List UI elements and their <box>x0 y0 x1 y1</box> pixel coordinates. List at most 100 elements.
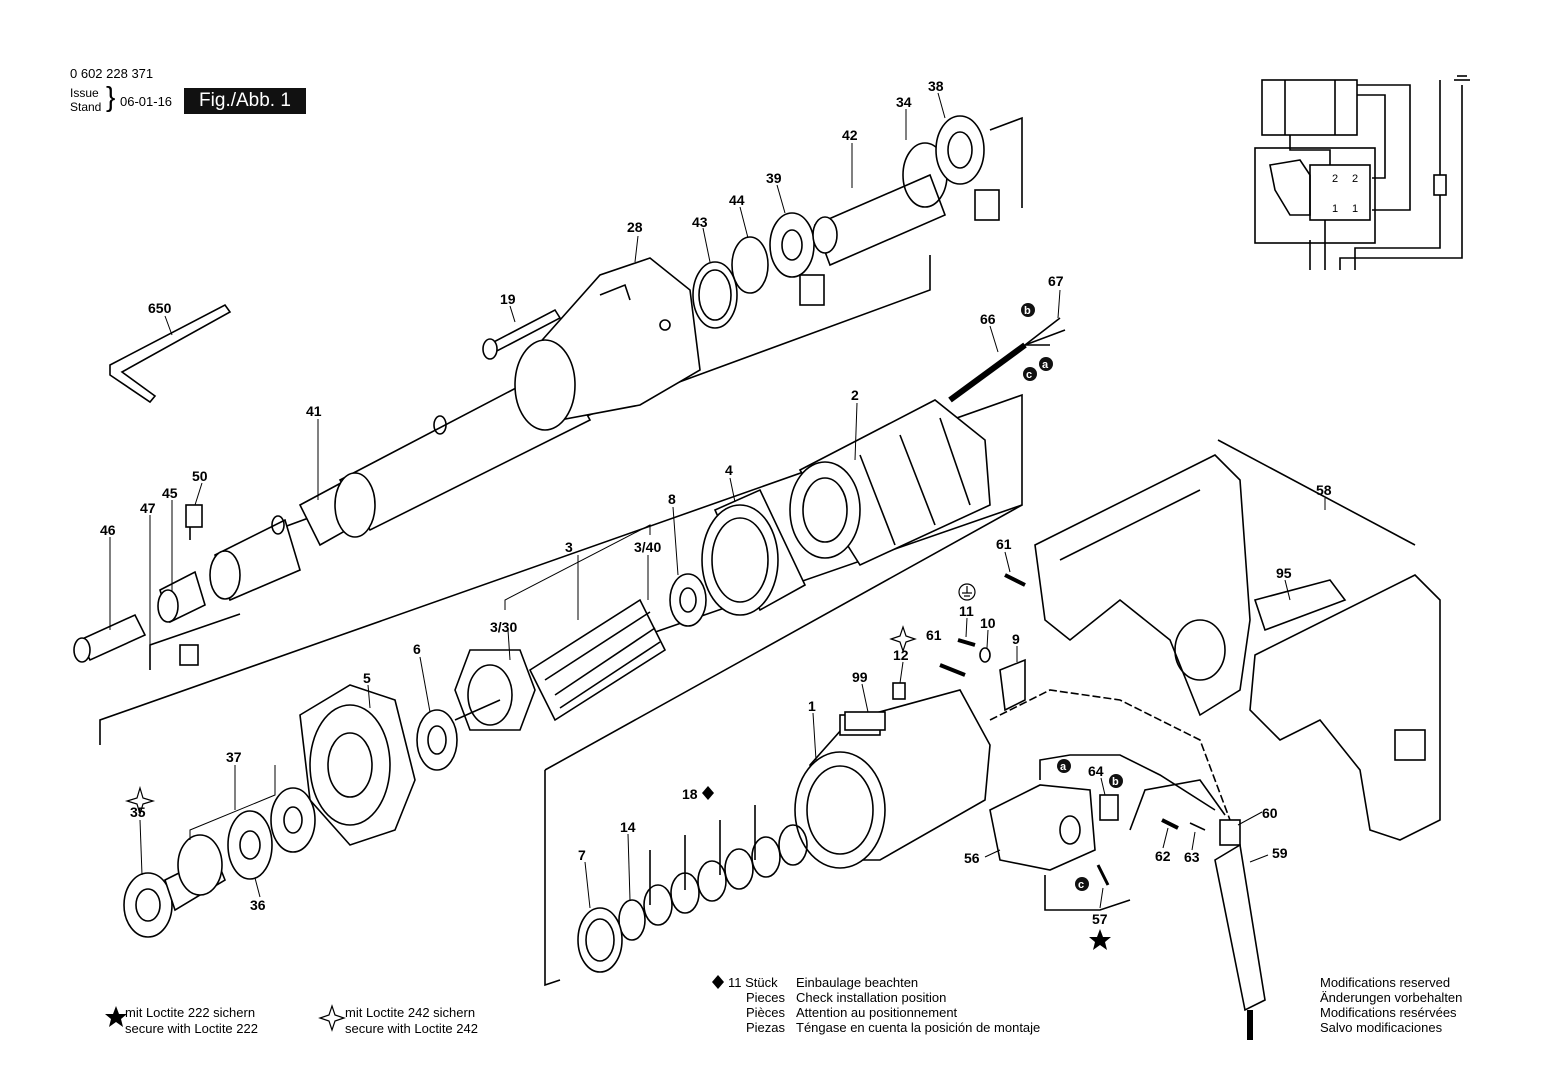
four-point-star-icon-note <box>318 1004 346 1032</box>
bearing-38 <box>935 115 985 185</box>
issue-label: Issue <box>70 86 99 100</box>
label-3-30: 3/30 <box>490 619 517 635</box>
label-63: 63 <box>1184 849 1200 865</box>
label-9: 9 <box>1012 631 1020 647</box>
label-1: 1 <box>808 698 816 714</box>
label-45: 45 <box>162 485 178 501</box>
label-61a: 61 <box>996 536 1012 552</box>
screw-57 <box>1096 864 1110 886</box>
spindle-35 <box>123 834 226 938</box>
modifications-fr: Modifications resérvées <box>1320 1005 1457 1020</box>
ring-7 <box>577 907 623 973</box>
label-61b: 61 <box>926 627 942 643</box>
capacitor-64 <box>1099 794 1119 821</box>
spacer-47 <box>179 644 199 666</box>
label-59: 59 <box>1272 845 1288 861</box>
spindle-46 <box>73 613 147 663</box>
loctite-242-note-en: secure with Loctite 242 <box>345 1021 478 1036</box>
star-icon-note <box>105 1006 127 1027</box>
label-7: 7 <box>578 847 586 863</box>
wiring-schematic <box>1254 75 1470 270</box>
collet-45 <box>157 570 206 624</box>
handle-half-58 <box>1034 454 1251 717</box>
label-39: 39 <box>766 170 782 186</box>
bearing-seal-icon-2 <box>974 189 1000 221</box>
label-36: 36 <box>250 897 266 913</box>
clamp-63 <box>1189 822 1206 831</box>
brace-glyph: } <box>106 81 116 112</box>
wire-tag-b2: b <box>1112 776 1119 788</box>
four-point-star-icon-35 <box>124 785 156 817</box>
label-50: 50 <box>192 468 208 484</box>
modifications-de: Änderungen vorbehalten <box>1320 990 1463 1005</box>
modifications-es: Salvo modificaciones <box>1320 1020 1443 1035</box>
label-4: 4 <box>725 462 733 478</box>
modifications-en: Modifications reserved <box>1320 975 1451 990</box>
cable-66 <box>948 317 1066 403</box>
ring-14 <box>618 899 646 941</box>
diamond-icon-18 <box>702 786 714 800</box>
hex-key-650 <box>109 303 232 404</box>
screw-11 <box>957 638 976 647</box>
nut-36 <box>227 810 273 880</box>
label-47: 47 <box>140 500 156 516</box>
wire-tag-c2: c <box>1078 879 1084 891</box>
label-8: 8 <box>668 491 676 507</box>
label-34: 34 <box>896 94 912 110</box>
o-ring-44 <box>731 236 769 294</box>
label-62: 62 <box>1155 848 1171 864</box>
label-650: 650 <box>148 300 172 316</box>
pin-50 <box>185 504 203 540</box>
cable-sleeve-60 <box>1219 819 1241 846</box>
label-5: 5 <box>363 670 371 686</box>
label-95: 95 <box>1276 565 1292 581</box>
wire-tag-b1: b <box>1024 305 1031 317</box>
brush-rings-18 <box>643 805 808 926</box>
terminal-2-left: 2 <box>1332 173 1338 185</box>
four-point-star-icon-12 <box>889 625 917 653</box>
pieces-es: Piezas <box>746 1020 786 1035</box>
label-44: 44 <box>729 192 745 208</box>
wire-tag-c1: c <box>1026 369 1032 381</box>
switch-56 <box>989 784 1096 871</box>
label-56: 56 <box>964 850 980 866</box>
screw-61b <box>939 663 966 677</box>
pieces-en: Pieces <box>746 990 786 1005</box>
wire-tag-a2: a <box>1060 761 1067 773</box>
label-41: 41 <box>306 403 322 419</box>
label-35: 35 <box>130 804 146 820</box>
field-2 <box>789 399 991 567</box>
screw-12 <box>892 682 906 700</box>
flange-5 <box>299 684 416 846</box>
label-2: 2 <box>851 387 859 403</box>
collet-nut-47 <box>209 515 301 602</box>
loctite-222-note-en: secure with Loctite 222 <box>125 1021 258 1036</box>
label-37: 37 <box>226 749 242 765</box>
pieces-fr: Pièces <box>746 1005 786 1020</box>
stand-label: Stand <box>70 100 102 114</box>
label-3-40: 3/40 <box>634 539 661 555</box>
screw-62 <box>1161 818 1179 830</box>
part-labels: 650 19 28 43 44 39 42 34 38 67 66 41 50 … <box>100 78 1332 927</box>
label-6: 6 <box>413 641 421 657</box>
ring-43 <box>692 261 738 329</box>
issue-date: 06-01-16 <box>120 94 173 109</box>
terminal-2-right: 2 <box>1352 173 1358 185</box>
terminal-1-left: 1 <box>1332 203 1338 215</box>
bearing-6 <box>416 709 458 771</box>
label-10: 10 <box>980 615 996 631</box>
housing-cover-28 <box>514 257 701 431</box>
label-43: 43 <box>692 214 708 230</box>
label-66: 66 <box>980 311 996 327</box>
label-42: 42 <box>842 127 858 143</box>
label-12: 12 <box>893 647 909 663</box>
leader-lines <box>109 92 1326 909</box>
label-38: 38 <box>928 78 944 94</box>
bearing-39 <box>769 212 815 278</box>
wire-tags <box>1021 303 1123 891</box>
label-19: 19 <box>500 291 516 307</box>
armature-3 <box>454 598 667 731</box>
loctite-242-note-de: mit Loctite 242 sichern <box>345 1005 476 1020</box>
